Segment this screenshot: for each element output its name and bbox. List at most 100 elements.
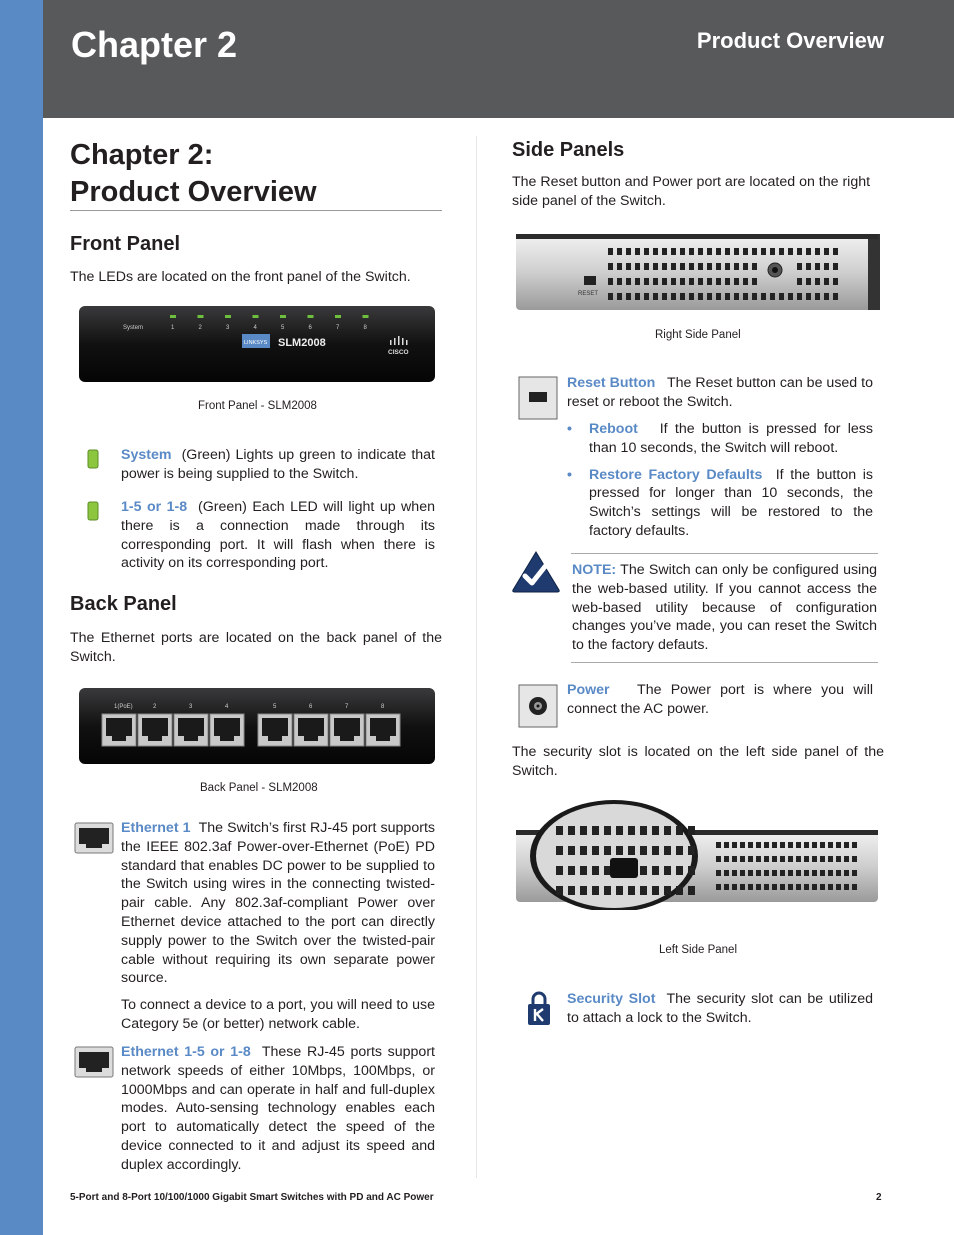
vent-slot: [664, 826, 671, 835]
vent-slot: [680, 248, 685, 255]
note-bottom-rule: [571, 662, 878, 663]
vent-slot: [707, 293, 712, 300]
vent-slot: [788, 248, 793, 255]
vent-slot: [732, 870, 737, 876]
front-port-label: 5: [281, 325, 285, 331]
vent-slot: [725, 263, 730, 270]
reset-options-list: Reboot If the button is pressed for less…: [567, 420, 873, 549]
vent-slot: [556, 826, 563, 835]
vent-slot: [716, 842, 721, 848]
vent-slot: [761, 248, 766, 255]
vent-slot: [652, 886, 659, 895]
vent-slot: [676, 886, 683, 895]
vent-slot: [836, 870, 841, 876]
ethernet-all-desc: These RJ-45 ports support network speeds…: [121, 1044, 435, 1173]
front-port-label: 8: [364, 325, 368, 331]
back-port-first-label: 1(PoE): [114, 704, 133, 710]
vent-slot: [764, 884, 769, 890]
vent-slot: [734, 263, 739, 270]
vent-slot: [804, 870, 809, 876]
vent-slot: [617, 263, 622, 270]
vent-slot: [734, 278, 739, 285]
back-port-label: 6: [309, 704, 313, 710]
vent-slot: [820, 884, 825, 890]
vent-slot: [640, 866, 647, 875]
left-side-panel-image: [516, 800, 878, 910]
back-panel-caption: Back Panel - SLM2008: [200, 782, 318, 794]
vent-slot: [740, 842, 745, 848]
vent-slot: [628, 846, 635, 855]
vent-slot: [756, 870, 761, 876]
vent-slot: [608, 263, 613, 270]
vent-slot: [662, 263, 667, 270]
vent-slot: [617, 248, 622, 255]
vent-slot: [844, 884, 849, 890]
vent-slot: [828, 884, 833, 890]
footer-title: 5-Port and 8-Port 10/100/1000 Gigabit Sm…: [70, 1192, 434, 1203]
front-led: [280, 315, 286, 318]
note-keyword: NOTE:: [572, 562, 617, 578]
front-led: [225, 315, 231, 318]
vent-slot: [797, 278, 802, 285]
vent-slot: [640, 826, 647, 835]
vent-slot: [724, 870, 729, 876]
back-panel-intro: The Ethernet ports are located on the ba…: [70, 630, 442, 665]
vent-slot: [743, 278, 748, 285]
back-port-label: 5: [273, 704, 277, 710]
back-port-jack: [214, 718, 240, 741]
chapter-header: [43, 0, 954, 118]
vent-slot: [770, 248, 775, 255]
back-port-jack: [370, 718, 396, 741]
vent-slot: [707, 278, 712, 285]
vent-slot: [568, 826, 575, 835]
front-led: [362, 315, 369, 318]
front-system-label: System: [123, 325, 143, 331]
front-led: [252, 315, 259, 318]
security-keyword: Security Slot: [567, 991, 656, 1007]
vent-slot: [592, 826, 599, 835]
vent-slot: [616, 886, 623, 895]
vent-slot: [743, 248, 748, 255]
vent-slot: [592, 846, 599, 855]
vent-slot: [772, 870, 777, 876]
vent-slot: [652, 866, 659, 875]
vent-slot: [833, 263, 838, 270]
vent-slot: [644, 278, 649, 285]
vent-slot: [688, 886, 695, 895]
back-port-jack: [262, 718, 288, 741]
vent-slot: [626, 278, 631, 285]
front-panel-intro: The LEDs are located on the front panel …: [70, 269, 411, 285]
vent-slot: [732, 842, 737, 848]
cisco-logo: CISCO: [388, 336, 409, 356]
vent-slot: [812, 856, 817, 862]
vent-slot: [608, 278, 613, 285]
front-model-label: SLM2008: [278, 337, 326, 349]
vent-slot: [664, 846, 671, 855]
vent-slot: [626, 293, 631, 300]
vent-slot: [608, 293, 613, 300]
vent-slot: [743, 263, 748, 270]
vent-slot: [671, 278, 676, 285]
chapter-label: Chapter 2: [71, 24, 238, 65]
back-port-label: 7: [345, 704, 349, 710]
vent-slot: [852, 870, 857, 876]
ethernet1-cable-note: To connect a device to a port, you will …: [121, 997, 435, 1032]
ethernet1-text: Ethernet 1 The Switch’s first RJ-45 port…: [121, 819, 435, 988]
vent-slot: [616, 846, 623, 855]
vent-slot: [580, 866, 587, 875]
vent-slot: [640, 886, 647, 895]
security-slot-intro: The security slot is located on the left…: [512, 744, 884, 779]
vent-slot: [635, 278, 640, 285]
ethernet1-desc: The Switch’s first RJ-45 port supports t…: [121, 820, 435, 987]
vent-slot: [852, 842, 857, 848]
vent-slot: [812, 870, 817, 876]
vent-slot: [828, 842, 833, 848]
reboot-desc: If the button is pressed for less than 1…: [589, 421, 873, 456]
vent-slot: [635, 293, 640, 300]
list-item: Restore Factory Defaults If the button i…: [567, 466, 873, 541]
vent-slot: [580, 886, 587, 895]
vent-slot: [804, 856, 809, 862]
vent-slot: [676, 846, 683, 855]
vent-slot: [680, 278, 685, 285]
vent-slot: [604, 866, 611, 875]
